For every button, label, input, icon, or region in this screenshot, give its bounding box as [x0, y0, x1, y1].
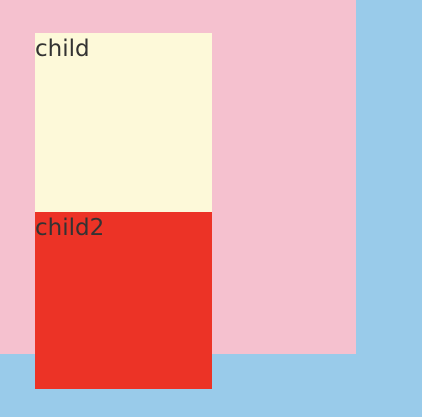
child-label: child — [35, 36, 90, 62]
child2-label: child2 — [35, 215, 105, 241]
child2-box: child2 — [35, 212, 212, 389]
child-box: child — [35, 33, 212, 212]
